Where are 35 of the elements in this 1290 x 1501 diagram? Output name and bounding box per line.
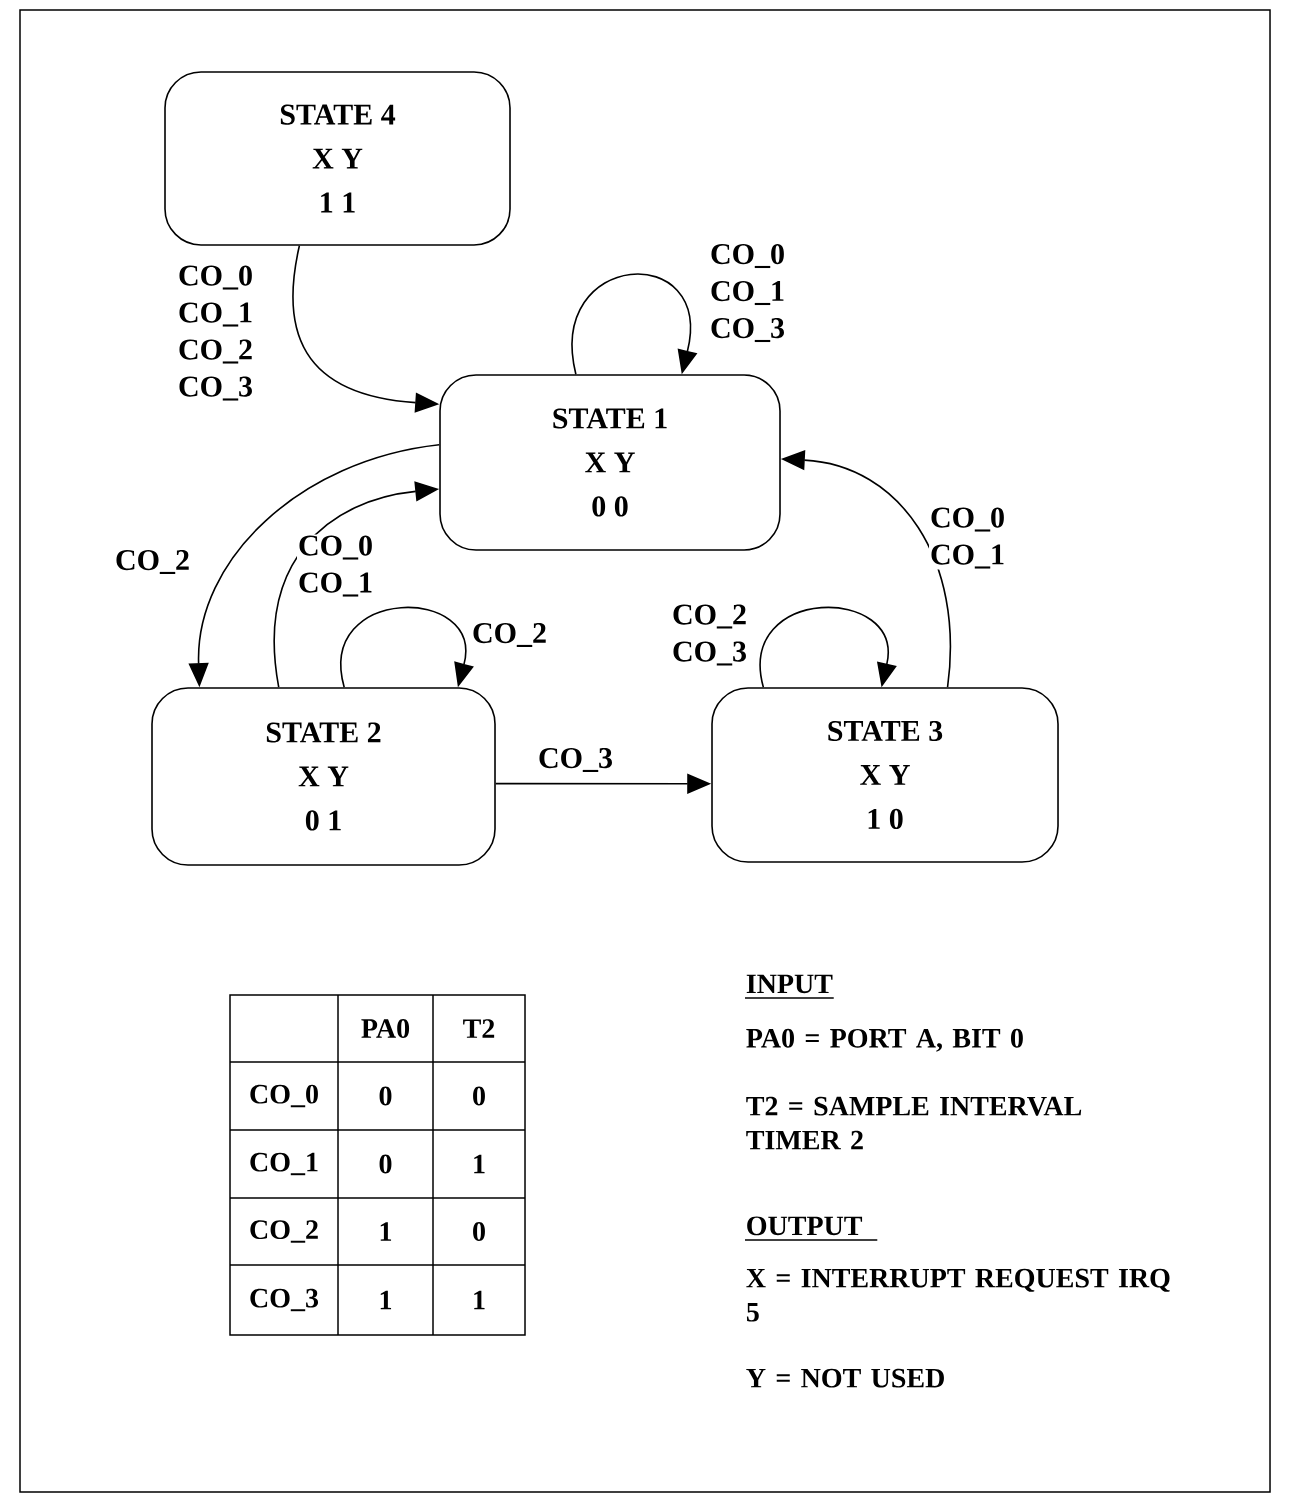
bit-value: 0 — [473, 1086, 485, 1106]
bit-value: 1 — [380, 1222, 392, 1241]
state-box: STATE 3 X Y 1 0 — [711, 687, 1059, 863]
edge-label: CO_0 CO_1 — [297, 534, 379, 598]
bit-value: 0 — [379, 1154, 392, 1174]
arrow — [759, 606, 897, 688]
condition-code: CO_2 — [250, 1220, 318, 1243]
edge-label: CO_2 — [114, 548, 196, 575]
edge-label: CO_0 CO_1 — [929, 506, 1011, 570]
edge-label: CO_2 — [471, 621, 553, 648]
edge-label: CO_3 — [537, 746, 619, 773]
bit-value: 1 — [474, 1290, 485, 1310]
bit-value: 1 — [380, 1290, 392, 1310]
state-box: STATE 4 X Y 1 1 — [164, 71, 511, 246]
note-text: T2 = SAMPLE INTERVAL TIMER 2 — [746, 1096, 1082, 1150]
arrow — [340, 606, 474, 688]
note-text: X = INTERRUPT REQUEST IRQ 5 — [746, 1268, 1170, 1322]
section-heading: OUTPUT — [744, 1216, 878, 1241]
section-heading: INPUT — [744, 974, 835, 999]
condition-code: CO_0 — [250, 1084, 318, 1108]
table-header: PA0 — [361, 1019, 410, 1038]
note-text: PA0 = PORT A, BIT 0 — [746, 1028, 1023, 1052]
bit-value: 1 — [474, 1154, 485, 1174]
edge-label: CO_0 CO_1 CO_3 — [709, 242, 791, 344]
table-header: T2 — [463, 1019, 495, 1038]
state-box: STATE 1 X Y 0 0 — [439, 374, 781, 551]
state-box: STATE 2 X Y 0 1 — [151, 687, 496, 866]
condition-code: CO_3 — [250, 1288, 319, 1312]
arrow — [571, 273, 698, 375]
bit-value: 0 — [379, 1086, 392, 1106]
bit-value: 0 — [473, 1222, 485, 1241]
note-text: Y = NOT USED — [746, 1368, 944, 1388]
edge-label: CO_2 CO_3 — [671, 603, 753, 667]
edge-label: CO_0 CO_1 CO_2 CO_3 — [177, 264, 259, 402]
condition-code: CO_1 — [250, 1152, 318, 1176]
